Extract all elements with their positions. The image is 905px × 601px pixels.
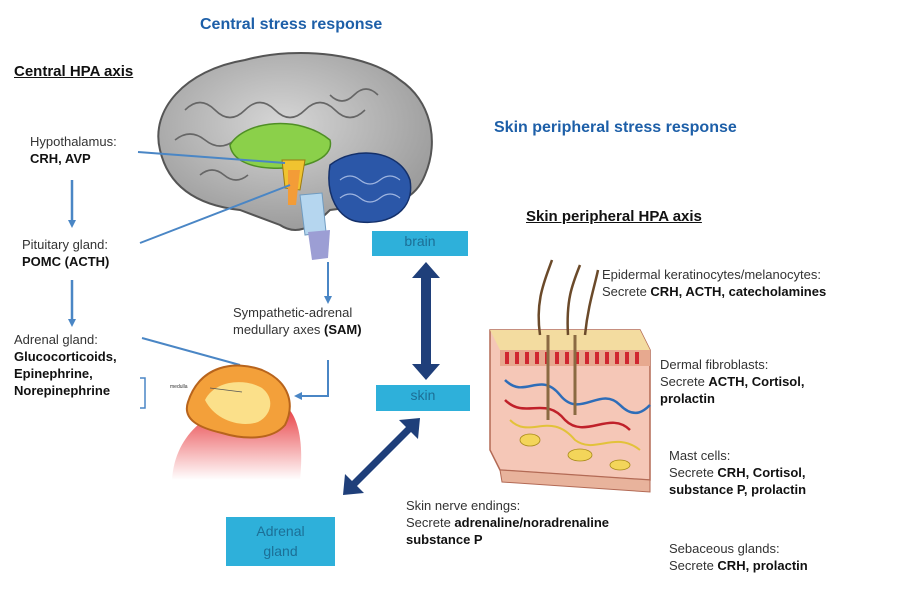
adrenal-gland-illustration xyxy=(172,364,302,480)
adrenal-hormone-1: Glucocorticoids, xyxy=(14,349,117,364)
pituitary-label: Pituitary gland: POMC (ACTH) xyxy=(22,236,109,270)
pituitary-name: Pituitary gland: xyxy=(22,237,108,252)
keratinocytes-name: Epidermal keratinocytes/melanocytes: xyxy=(602,267,821,282)
nerve-endings-name: Skin nerve endings: xyxy=(406,498,521,513)
peripheral-stress-title: Skin peripheral stress response xyxy=(494,119,737,136)
adrenal-box-line-1: Adrenal xyxy=(256,523,305,539)
adrenal-name: Adrenal gland: xyxy=(14,332,98,347)
adrenal-pointer xyxy=(141,337,241,366)
fibroblasts-label: Dermal fibroblasts: Secrete ACTH, Cortis… xyxy=(660,356,804,407)
hypothalamus-name: Hypothalamus: xyxy=(30,134,117,149)
fibroblasts-hormones: ACTH, Cortisol, xyxy=(708,374,805,389)
skin-cross-section-illustration xyxy=(489,259,651,493)
pituitary-pointer xyxy=(139,184,291,244)
skin-adrenal-arrow xyxy=(343,418,420,495)
sam-abbrev: (SAM) xyxy=(324,322,362,337)
hormone-bracket xyxy=(140,377,146,409)
sebaceous-name: Sebaceous glands: xyxy=(669,541,780,556)
adrenal-gland-box: Adrenal gland xyxy=(226,517,335,566)
adrenal-medulla-tag: medulla xyxy=(170,384,188,390)
brain-skin-arrow xyxy=(412,262,440,380)
sam-to-adrenal-arrow xyxy=(294,360,329,400)
nerve-endings-prefix: Secrete xyxy=(406,515,455,530)
keratinocytes-prefix: Secrete xyxy=(602,284,651,299)
sebaceous-hormones: CRH, prolactin xyxy=(717,558,808,573)
pituitary-hormones: POMC (ACTH) xyxy=(22,254,110,269)
sam-label: Sympathetic-adrenal medullary axes (SAM) xyxy=(233,304,362,338)
nerve-endings-hormones-2: substance P xyxy=(406,532,483,547)
mast-cells-hormones-2: substance P, prolactin xyxy=(669,482,807,497)
mast-cells-label: Mast cells: Secrete CRH, Cortisol, subst… xyxy=(669,447,806,498)
fibroblasts-prefix: Secrete xyxy=(660,374,709,389)
fibroblasts-hormones-2: prolactin xyxy=(660,391,715,406)
mast-cells-hormones: CRH, Cortisol, xyxy=(717,465,806,480)
adrenal-label: Adrenal gland: Glucocorticoids, Epinephr… xyxy=(14,331,117,399)
central-stress-title: Central stress response xyxy=(200,16,383,33)
sam-line-1: Sympathetic-adrenal xyxy=(233,305,353,320)
sebaceous-label: Sebaceous glands: Secrete CRH, prolactin xyxy=(669,540,808,574)
mast-cells-name: Mast cells: xyxy=(669,448,731,463)
keratinocytes-hormones: CRH, ACTH, catecholamines xyxy=(650,284,827,299)
mast-cells-prefix: Secrete xyxy=(669,465,718,480)
sebaceous-prefix: Secrete xyxy=(669,558,718,573)
sam-line-2: medullary axes xyxy=(233,322,325,337)
adrenal-hormone-3: Norepinephrine xyxy=(14,383,111,398)
central-hpa-heading: Central HPA axis xyxy=(14,63,134,80)
nerve-endings-hormones: adrenaline/noradrenaline xyxy=(454,515,610,530)
brain-box: brain xyxy=(372,231,468,256)
nerve-endings-label: Skin nerve endings: Secrete adrenaline/n… xyxy=(406,497,609,548)
keratinocytes-label: Epidermal keratinocytes/melanocytes: Sec… xyxy=(602,266,826,300)
skin-box: skin xyxy=(376,385,470,411)
brain-illustration xyxy=(157,51,433,260)
fibroblasts-name: Dermal fibroblasts: xyxy=(660,357,769,372)
adrenal-hormone-2: Epinephrine, xyxy=(14,366,93,381)
hypothalamus-label: Hypothalamus: CRH, AVP xyxy=(30,133,117,167)
skin-hpa-heading: Skin peripheral HPA axis xyxy=(526,208,702,225)
adrenal-box-line-2: gland xyxy=(263,543,298,559)
hypothalamus-hormones: CRH, AVP xyxy=(30,151,91,166)
hypothalamus-pointer xyxy=(137,151,286,164)
